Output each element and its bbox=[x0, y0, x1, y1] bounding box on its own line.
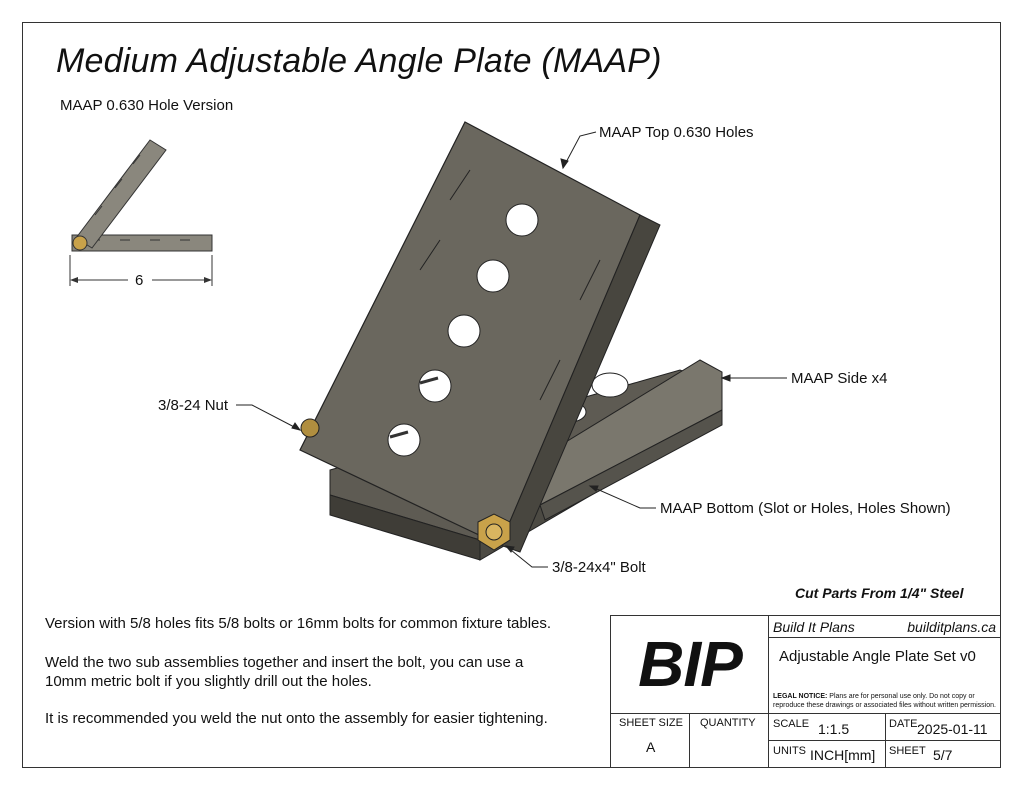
units-label: UNITS bbox=[773, 745, 806, 757]
material-note: Cut Parts From 1/4" Steel bbox=[795, 585, 964, 601]
note-line-3: 10mm metric bolt if you slightly drill o… bbox=[45, 673, 372, 690]
date-cell: DATE 2025-01-11 bbox=[886, 714, 1000, 741]
legal-notice-text-1: Plans are for personal use only. Do not … bbox=[829, 693, 975, 700]
nut-part bbox=[300, 418, 320, 438]
dimension-label: 6 bbox=[135, 272, 144, 289]
nut-callout: 3/8-24 Nut bbox=[158, 397, 229, 414]
sheet-size-cell: SHEET SIZE A bbox=[611, 714, 690, 767]
note-line-1: Version with 5/8 holes fits 5/8 bolts or… bbox=[45, 615, 552, 632]
company-cell: Build It Plans builditplans.ca bbox=[769, 616, 1000, 638]
leader-lines bbox=[236, 131, 787, 568]
scale-label: SCALE bbox=[773, 718, 810, 730]
drawing-title-cell: Adjustable Angle Plate Set v0 LEGAL NOTI… bbox=[769, 638, 1000, 714]
maap-side-part bbox=[519, 359, 723, 521]
company-website: builditplans.ca bbox=[907, 619, 996, 635]
sheet-cell: SHEET 5/7 bbox=[886, 741, 1000, 767]
side-view-thumbnail bbox=[69, 139, 213, 286]
logo-cell: BIP bbox=[611, 616, 769, 714]
sheet-value: 5/7 bbox=[933, 747, 953, 763]
quantity-cell: QUANTITY bbox=[690, 714, 769, 767]
sheet-size-value: A bbox=[646, 739, 656, 755]
bip-logo: BIP bbox=[638, 628, 743, 700]
quantity-label: QUANTITY bbox=[700, 717, 756, 729]
sheet-label: SHEET bbox=[889, 745, 926, 757]
legal-notice: LEGAL NOTICE: Plans are for personal use… bbox=[773, 692, 996, 710]
scale-cell: SCALE 1:1.5 bbox=[769, 714, 886, 741]
bottom-callout: MAAP Bottom (Slot or Holes, Holes Shown) bbox=[660, 500, 951, 517]
hole-version-label: MAAP 0.630 Hole Version bbox=[60, 97, 234, 114]
company-name: Build It Plans bbox=[773, 619, 855, 635]
bolt-part bbox=[477, 513, 511, 551]
scale-value: 1:1.5 bbox=[818, 721, 850, 737]
note-line-2: Weld the two sub assemblies together and… bbox=[45, 654, 524, 671]
units-value: INCH[mm] bbox=[810, 747, 876, 763]
date-value: 2025-01-11 bbox=[917, 721, 988, 737]
page-title: Medium Adjustable Angle Plate (MAAP) bbox=[56, 42, 662, 80]
top-callout: MAAP Top 0.630 Holes bbox=[599, 124, 754, 141]
legal-notice-label: LEGAL NOTICE: bbox=[773, 693, 828, 700]
date-label: DATE bbox=[889, 718, 918, 730]
sheet-size-label: SHEET SIZE bbox=[619, 717, 683, 729]
units-cell: UNITS INCH[mm] bbox=[769, 741, 886, 767]
side-callout: MAAP Side x4 bbox=[791, 370, 888, 387]
title-block: BIP Build It Plans builditplans.ca Adjus… bbox=[610, 615, 1001, 768]
note-line-4: It is recommended you weld the nut onto … bbox=[45, 710, 548, 727]
drawing-frame bbox=[22, 22, 1001, 768]
bolt-callout: 3/8-24x4" Bolt bbox=[552, 559, 646, 576]
drawing-title: Adjustable Angle Plate Set v0 bbox=[779, 648, 976, 665]
legal-notice-text-2: reproduce these drawings or associated f… bbox=[773, 702, 996, 709]
maap-top-part bbox=[299, 121, 661, 553]
